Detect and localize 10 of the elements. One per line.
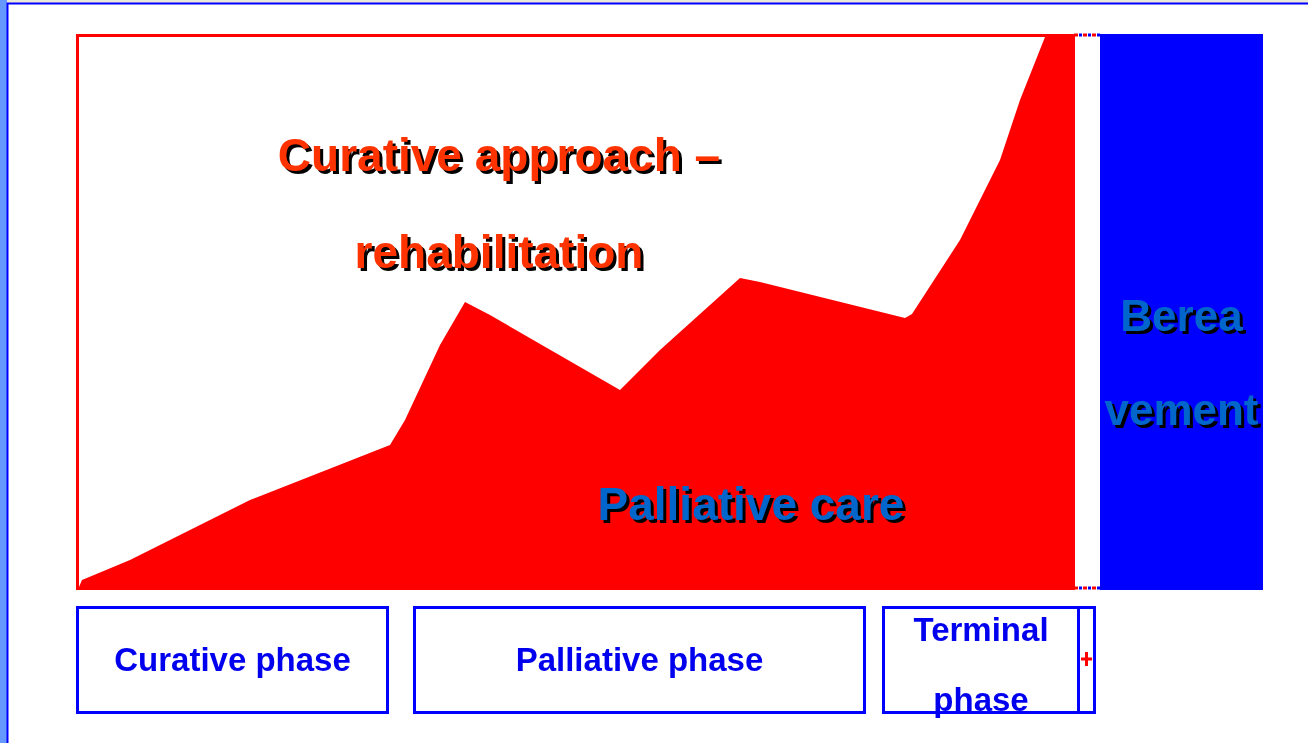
phase-box: [76, 606, 389, 714]
phase-label: Palliative phase: [515, 640, 764, 680]
bereavement-band: [1100, 34, 1263, 590]
heading-text: Curative approach – rehabilitation: [276, 128, 722, 280]
small-box: [1077, 606, 1096, 714]
band-label: Berea vement: [1103, 290, 1260, 436]
phase-label: Terminal phase: [912, 610, 1050, 720]
phase-label: Curative phase: [114, 640, 351, 680]
area-label: Palliative care: [596, 477, 906, 532]
phase-box: [413, 606, 866, 714]
